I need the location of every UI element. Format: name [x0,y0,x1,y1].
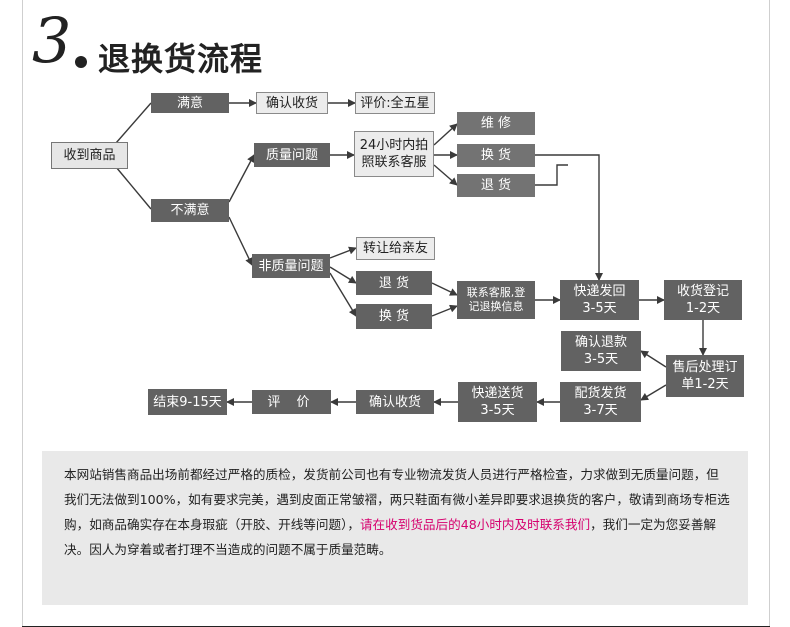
node-return-2: 退 货 [356,271,432,295]
node-confirm-receipt-2: 确认收货 [356,390,434,414]
edge-exchange2-contact [431,304,458,317]
node-contact-register: 联系客服,登记退换信息 [457,281,535,319]
edge-aftersale-refund [640,350,667,368]
edge-photo-repair [433,123,458,146]
node-repair: 维 修 [457,112,535,135]
edge-nonquality-transfer [329,246,357,259]
node-rating-five: 评价:全五星 [355,92,435,114]
node-confirm-receipt-1: 确认收货 [256,92,328,114]
node-received: 收到商品 [51,142,128,169]
edge-return2-contact [431,282,458,296]
node-end: 结束9-15天 [148,389,227,415]
node-exchange-1: 换 货 [457,144,535,167]
node-quality-issue: 质量问题 [254,143,330,167]
edge-received-satisfied [115,102,152,144]
node-transfer-friend: 转让给亲友 [356,237,435,260]
edge-unsatisfied-nonquality [228,216,253,266]
title-text: 退换货流程 [98,40,264,78]
node-non-quality-issue: 非质量问题 [252,254,330,278]
edge-aftersale-ship [640,384,667,401]
node-after-sale: 售后处理订单1-2天 [666,355,744,397]
node-exchange-2: 换 货 [356,304,432,329]
notice-highlight: 请在收到货品后的48小时内及时联系我们 [359,517,591,532]
frame-left-line [22,0,23,627]
node-return-1: 退 货 [457,174,535,197]
node-evaluate: 评 价 [252,390,331,414]
edge-exchange1-express [535,154,603,281]
edge-photo-return [433,164,458,186]
notice-text-2: ，我们一定为您妥善解决。因人为穿着或者打理不当造成的问题不属于质量范畴。 [64,517,717,557]
edge-nonquality-exchange [329,272,357,317]
edge-return1-express [535,164,568,186]
flow-connectors [115,99,707,406]
title-dot [75,56,87,68]
notice-panel: 本网站销售商品出场前都经过严格的质检，发货前公司也有专业物流发货人员进行严格检查… [42,451,748,605]
node-satisfied: 满意 [151,93,229,113]
node-photo-contact: 24小时内拍照联系客服 [354,131,434,177]
edge-received-unsatisfied [115,166,152,210]
notice-text-1: 本网站销售商品出场前都经过严格的质检，发货前公司也有专业物流发货人员进行严格检查… [64,467,730,532]
frame-right-line [769,0,770,627]
edge-unsatisfied-quality [228,154,255,203]
title-number: 3 [32,4,72,77]
node-unsatisfied: 不满意 [151,199,229,222]
edge-nonquality-return [329,266,357,284]
